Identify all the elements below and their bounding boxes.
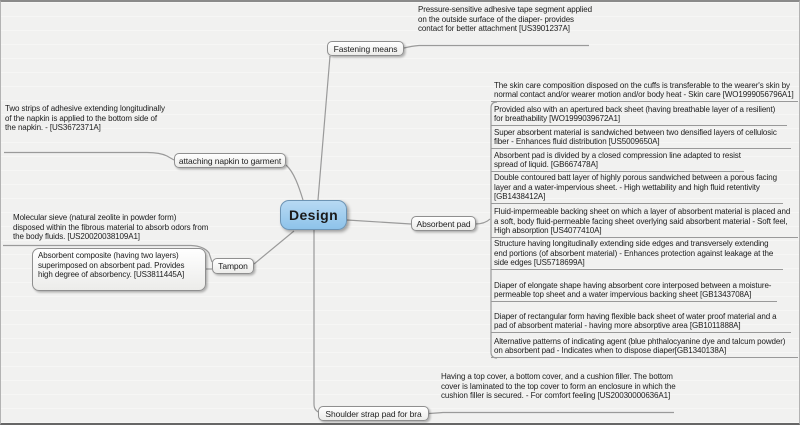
node-attaching-napkin-to-garment[interactable]: attaching napkin to garment — [174, 153, 286, 168]
node-tampon[interactable]: Tampon — [212, 258, 254, 274]
edge-fastening-leaf-underline — [403, 44, 589, 49]
entry-text: Diaper of elongate shape having absorben… — [494, 280, 772, 300]
leaf-absorbent-pad-entry-6[interactable]: Fluid-impermeable backing sheet on which… — [491, 204, 798, 238]
edge-napkin-design — [285, 164, 304, 201]
edge-molecular-leaf-underline — [3, 244, 213, 263]
leaf-absorbent-pad-entry-10[interactable]: Alternative patterns of indicating agent… — [491, 333, 798, 358]
edge-design-fastening — [317, 55, 331, 201]
edge-design-absorbentpad — [346, 219, 412, 225]
leaf-absorbent-pad-entry-1[interactable]: The skin care composition disposed on th… — [491, 66, 798, 102]
node-shoulder-strap-pad-for-bra[interactable]: Shoulder strap pad for bra — [318, 406, 429, 421]
leaf-shoulder-top-cover[interactable]: Having a top cover, a bottom cover, and … — [441, 372, 676, 401]
leaf-absorbent-pad-entry-5[interactable]: Double contoured batt layer of highly po… — [491, 172, 783, 204]
node-fastening-means[interactable]: Fastening means — [327, 41, 404, 56]
leaf-absorbent-pad-entry-4[interactable]: Absorbent pad is divided by a closed com… — [491, 149, 744, 172]
edge-design-shoulder — [313, 230, 323, 414]
edge-tampon-design — [253, 230, 295, 265]
edge-shoulder-leaf-underline — [428, 411, 674, 415]
entry-text: Super absorbent material is sandwiched b… — [494, 127, 777, 147]
leaf-fastening-pressure-sensitive[interactable]: Pressure-sensitive adhesive tape segment… — [418, 5, 592, 34]
leaf-absorbent-pad-entry-9[interactable]: Diaper of rectangular form having flexib… — [491, 302, 791, 333]
entry-text: Alternative patterns of indicating agent… — [494, 336, 786, 356]
entry-text: Fluid-impermeable backing sheet on which… — [494, 207, 791, 236]
edge-napkin-leaf-underline — [4, 151, 175, 161]
leaf-tampon-molecular-sieve[interactable]: Molecular sieve (natural zeolite in powd… — [13, 213, 209, 242]
entry-text: Absorbent pad is divided by a closed com… — [494, 150, 741, 170]
edge-absorbentpad-bracket — [474, 218, 491, 225]
leaf-absorbent-pad-entry-2[interactable]: Provided also with an apertured back she… — [491, 102, 787, 126]
leaf-absorbent-pad-entry-8[interactable]: Diaper of elongate shape having absorben… — [491, 270, 777, 302]
leaf-absorbent-pad-entry-3[interactable]: Super absorbent material is sandwiched b… — [491, 126, 791, 149]
entry-text: Diaper of rectangular form having flexib… — [494, 311, 777, 331]
entry-text: Double contoured batt layer of highly po… — [494, 173, 777, 202]
root-node-design[interactable]: Design — [280, 200, 347, 230]
node-absorbent-pad[interactable]: Absorbent pad — [411, 216, 476, 231]
leaf-absorbent-composite[interactable]: Absorbent composite (having two layers) … — [32, 248, 206, 291]
entry-text: Structure having longitudinally extendin… — [494, 239, 774, 268]
leaf-napkin-two-strips[interactable]: Two strips of adhesive extending longitu… — [5, 104, 165, 133]
entry-text: Provided also with an apertured back she… — [494, 104, 776, 124]
leaf-absorbent-pad-entry-7[interactable]: Structure having longitudinally extendin… — [491, 238, 783, 270]
entry-text: The skin care composition disposed on th… — [494, 80, 794, 100]
